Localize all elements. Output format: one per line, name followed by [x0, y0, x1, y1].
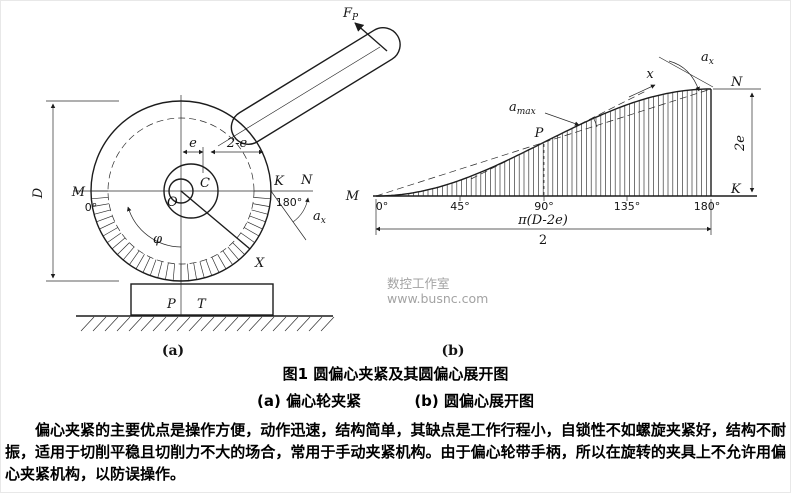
label-180deg: 180°: [276, 196, 303, 209]
cam-shaft-circle: [168, 178, 194, 204]
label-dim-e: e: [189, 136, 197, 151]
phi-rotation-arrow: [126, 206, 182, 248]
subcaption-b: (b) 圆偏心展开图: [414, 392, 534, 410]
label-point-o: O: [167, 195, 178, 210]
dimension-half-circumference: [375, 199, 712, 235]
x-direction-arrow: [628, 84, 656, 98]
cam-handle: [217, 26, 401, 147]
tick-135: 135°: [614, 200, 641, 213]
label-angle-ax: ax: [313, 209, 326, 226]
label-point-c: C: [200, 176, 210, 191]
cam-development-diagram: M 0° 45° 90° 135° 180° amax P x ax N K 2…: [345, 50, 761, 359]
watermark-studio-name: 数控工作室: [387, 276, 450, 291]
label-point-p: P: [166, 297, 176, 312]
ground-hatching: [80, 316, 335, 332]
figure-caption-title: 图1 圆偏心夹紧及其圆偏心展开图: [282, 365, 509, 383]
label-b-angle-ax: ax: [701, 50, 714, 67]
figure-subcaptions: (a) 偏心轮夹紧 (b) 圆偏心展开图: [1, 390, 790, 411]
cam-hub-circle: [163, 163, 219, 219]
label-dim-2e-b: 2e: [733, 135, 748, 152]
dimension-D: [46, 100, 119, 282]
ax-construction-line: [270, 190, 307, 241]
label-angle-phi: φ: [153, 232, 163, 247]
formula-numerator: π(D-2e): [517, 213, 568, 228]
label-b-point-k: K: [730, 182, 742, 197]
label-point-t: T: [197, 297, 207, 312]
label-axis-x: x: [646, 67, 654, 82]
label-dim-2e: 2-e: [226, 136, 248, 151]
clamp-base-block: [130, 283, 274, 316]
label-point-n: N: [300, 173, 313, 188]
cam-clamp-diagram: FP M 0° D e 2-e K N 180° C O φ ax X P T …: [31, 6, 401, 359]
amax-angle-arc: [592, 116, 598, 128]
axis-ticks: [459, 196, 628, 201]
label-point-k: K: [273, 174, 285, 189]
ax-tangent-line: [658, 56, 714, 88]
formula-denominator: 2: [539, 233, 547, 248]
force-arrow: [354, 22, 388, 52]
label-b-point-n: N: [730, 75, 743, 90]
label-dim-d: D: [31, 187, 46, 199]
figure-diagrams: FP M 0° D e 2-e K N 180° C O φ ax X P T …: [31, 6, 761, 359]
label-0deg: 0°: [85, 201, 98, 214]
ax-angle-arc-b: [668, 60, 700, 92]
amax-leader-arrow: [544, 112, 580, 126]
radius-line-to-x: [180, 190, 251, 250]
chord-dashed-line: [375, 88, 712, 197]
curve-hatching: [408, 89, 707, 196]
tick-180: 180°: [694, 200, 721, 213]
label-point-m: M: [71, 185, 86, 200]
handle-centerline: [217, 46, 381, 147]
sublabel-b: (b): [441, 343, 464, 359]
dimension-e-and-2e: [182, 147, 264, 173]
label-point-x: X: [254, 256, 265, 271]
ax-angle-arc: [292, 197, 310, 223]
body-paragraph: 偏心夹紧的主要优点是操作方便，动作迅速，结构简单，其缺点是工作行程小，自锁性不如…: [5, 421, 786, 483]
label-angle-amax: amax: [509, 100, 536, 117]
label-force-fp: FP: [342, 6, 359, 23]
subcaption-a: (a) 偏心轮夹紧: [257, 392, 362, 410]
watermark-url: www.busnc.com: [387, 291, 488, 306]
tick-0: 0°: [376, 200, 389, 213]
tick-90: 90°: [534, 200, 554, 213]
label-b-point-p: P: [534, 126, 544, 141]
tick-45: 45°: [450, 200, 470, 213]
sublabel-a: (a): [162, 343, 184, 359]
label-b-point-m: M: [345, 189, 360, 204]
